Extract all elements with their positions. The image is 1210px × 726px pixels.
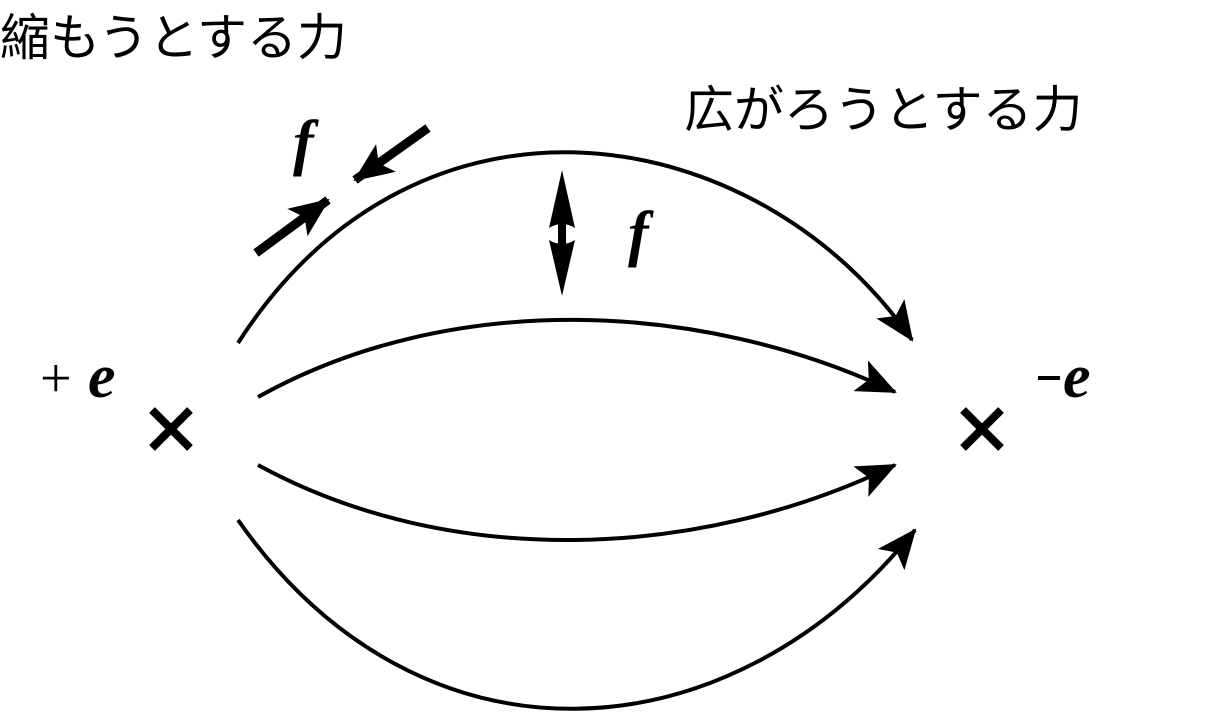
negative-charge-marker-icon (960, 407, 1004, 451)
positive-sign: + (40, 348, 72, 410)
field-line-bottom (236, 518, 917, 711)
negative-charge-symbol: e (1063, 343, 1091, 411)
field-line-lower-middle (257, 463, 897, 543)
negative-charge: e (960, 343, 1091, 451)
force-symbol-expand: f (628, 200, 654, 268)
contract-force-arrows (253, 124, 431, 257)
contract-arrow-upper-icon (352, 124, 431, 184)
field-line-upper-middle (257, 317, 897, 399)
contract-force-label: 縮もうとする力 (0, 9, 347, 67)
contract-arrow-lower-icon (253, 196, 331, 257)
force-symbol-contract: f (293, 109, 319, 177)
expand-force-label: 広がろうとする力 (684, 81, 1083, 139)
positive-charge-symbol: e (88, 343, 116, 411)
expand-force-double-arrow-icon (549, 170, 575, 296)
positive-charge-marker-icon (149, 407, 193, 451)
field-line-top (236, 150, 914, 345)
positive-charge: + e (40, 343, 193, 451)
